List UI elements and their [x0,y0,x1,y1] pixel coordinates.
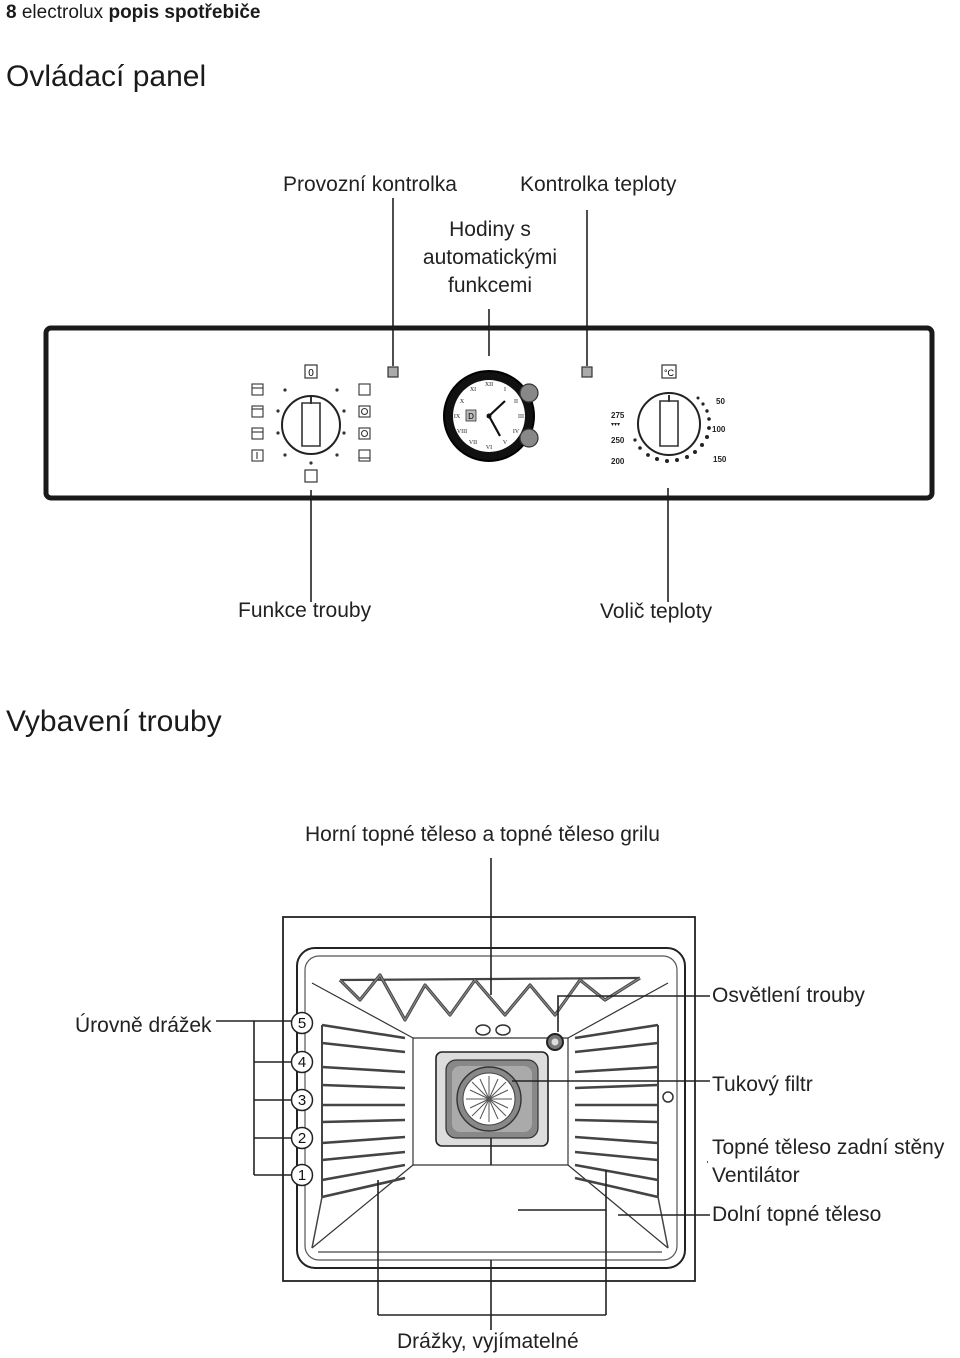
function-knob[interactable]: 0 [281,364,341,455]
top-heating-element [338,973,641,1022]
svg-text:▾▾▾: ▾▾▾ [611,422,620,428]
temperature-scale-labels: 50 100 150 200 250 275 ▾▾▾ [611,397,727,466]
clock-display-box [465,409,477,422]
fan-cover [435,1051,549,1147]
svg-text:200: 200 [611,457,625,466]
oven-cavity-outer [282,916,696,1282]
bottom-heat-icon [358,449,371,462]
svg-text:VI: VI [486,445,492,451]
clock-button-minus[interactable] [519,428,539,448]
svg-text:XI: XI [470,387,476,393]
function-dots-left [276,388,346,465]
fan-grid [466,1076,512,1122]
element-mount [475,1024,511,1036]
temperature-knob-top-mark-box [661,364,677,379]
grease-filter [445,1059,539,1139]
label-shelf-levels: Úrovně drážek [75,1014,212,1037]
svg-text:V: V [503,440,508,446]
operation-light-indicator [387,366,399,378]
label-clock-line1: Hodiny s [449,218,531,241]
label-clock: Hodiny s automatickými funkcemi [390,216,590,300]
svg-text:150: 150 [713,455,727,464]
clock-dial[interactable]: XII I II III IV V VI VII VIII IX X XI D [443,370,535,462]
oven-light-bulb [546,1033,564,1051]
shelf-level-1: 1 [298,1167,306,1184]
control-panel-diagram: 0 XII I II [43,198,935,602]
right-shelf-supports [574,1023,659,1199]
conventional-icon [251,427,264,440]
temperature-knob[interactable]: °C [637,364,701,456]
label-temperature-light: Kontrolka teploty [520,173,677,196]
function-knob-top-mark-box [304,364,318,379]
label-rear-heating: Topné těleso zadní stěny [712,1136,945,1159]
clock-center-letter: D [468,412,474,421]
svg-text:X: X [460,399,465,405]
svg-text:IX: IX [454,414,461,420]
temperature-knob-top-mark: °C [664,368,675,378]
svg-text:250: 250 [611,436,625,445]
clock-numerals: XII I II III IV V VI VII VIII IX X XI [454,382,524,451]
light-icon [358,383,371,396]
shelf-level-2: 2 [298,1130,306,1147]
clock-button-plus[interactable] [519,383,539,403]
svg-text:III: III [518,414,524,420]
svg-text:XII: XII [485,382,493,388]
oven-cavity-inner [296,947,686,1269]
grill-fan-icon [251,383,264,396]
page-header: 8 electrolux popis spotřebiče [6,2,261,24]
label-clock-line3: funkcemi [447,274,533,297]
oven-leader-lines [216,858,710,1330]
label-shelf-supports: Drážky, vyjímatelné [397,1330,579,1353]
function-knob-top-mark: 0 [308,368,314,379]
svg-text:I: I [504,387,506,393]
svg-text:100: 100 [712,425,726,434]
svg-text:VII: VII [469,440,477,446]
cavity-perspective-lines [311,982,669,1249]
function-symbols-left [251,383,264,462]
fan-icon [456,1066,522,1132]
label-grease-filter: Tukový filtr [712,1073,813,1096]
temperature-light-indicator [581,366,593,378]
control-panel-title: Ovládací panel [6,60,207,93]
svg-text:275: 275 [611,411,625,420]
svg-text:VIII: VIII [457,429,467,435]
function-symbols-right [358,383,371,462]
page-number: 8 [6,2,17,23]
label-operation-light: Provozní kontrolka [283,173,457,196]
panel-leader-lines [310,198,669,602]
label-top-heating: Horní topné těleso a topné těleso grilu [305,823,660,846]
top-bottom-heat-icon [251,405,264,418]
clock-minute-hand [488,415,501,437]
label-bottom-heating: Dolní topné těleso [712,1203,882,1226]
control-panel-frame [43,325,935,501]
shelf-level-numbers: 5 4 3 2 1 [298,1015,306,1184]
label-oven-functions: Funkce trouby [238,599,372,622]
shelf-level-5: 5 [298,1015,306,1032]
svg-text:II: II [514,399,518,405]
label-temperature-selector: Volič teploty [600,600,713,623]
oven-equipment-title: Vybavení trouby [6,705,222,738]
temperature-scale-dots [633,396,711,463]
clock-hour-hand [488,400,506,417]
section-name: popis spotřebiče [108,2,261,23]
light-function-icon [304,469,318,483]
shelf-level-4: 4 [298,1054,306,1071]
label-fan: Ventilátor [712,1164,800,1187]
shelf-level-3: 3 [298,1092,306,1109]
top-heating-element-inner [339,973,641,1022]
shelf-level-badges [290,1011,314,1187]
left-shelf-supports [321,1023,406,1199]
label-clock-line2: automatickými [422,246,558,269]
label-oven-light: Osvětlení trouby [712,984,865,1007]
brand-name: electrolux [21,2,104,23]
svg-text:IV: IV [513,429,520,435]
svg-text:50: 50 [716,397,725,406]
